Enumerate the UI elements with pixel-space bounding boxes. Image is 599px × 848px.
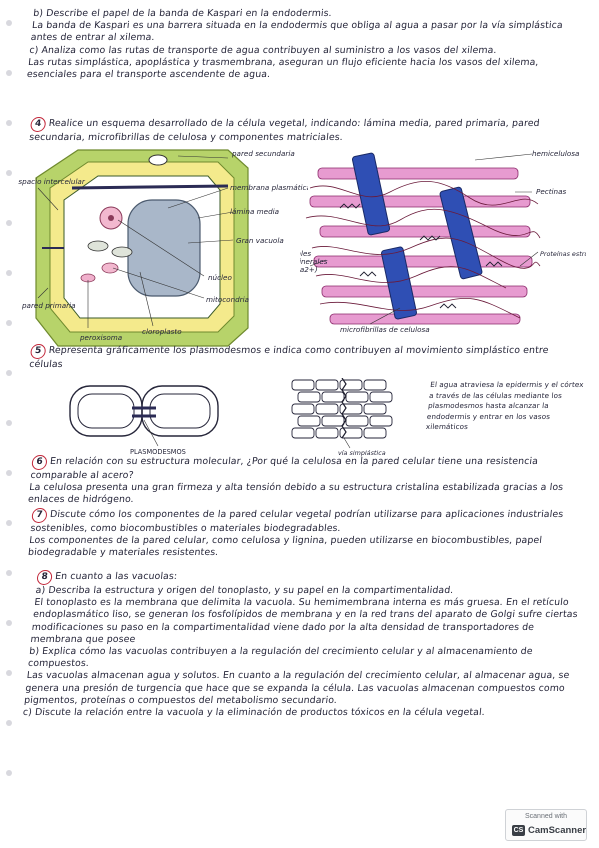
q8-b-prompt: b) Explica cómo las vacuolas contribuyen… (27, 646, 534, 670)
q4-prompt: Realice un esquema desarrollado de la cé… (28, 118, 541, 143)
label-espacio-intercelular: espacio intercelular (18, 177, 86, 186)
label-peroxisoma: peroxisoma (79, 333, 122, 342)
binder-margin (4, 10, 16, 800)
label-sales-1: Sales (300, 249, 311, 258)
pectin-fibers (309, 167, 533, 325)
q6-prompt: En relación con su estructura molecular,… (29, 456, 539, 481)
question-3-block: b) Describe el papel de la banda de Kasp… (26, 8, 587, 81)
label-sales-2: minerales (300, 257, 328, 266)
label-via-simplastica: vía simplástica (338, 449, 386, 457)
cell-wall-diagram: hemicelulosa Pectinas Proteínas estructu… (300, 149, 586, 334)
q7-prompt: Discute cómo los componentes de la pared… (29, 509, 564, 534)
plant-cell-diagram: pared secundaria espacio intercelular me… (18, 149, 308, 347)
badge-line1: Scanned with (524, 813, 568, 820)
q3-b-prompt: b) Describe el papel de la banda de Kasp… (32, 8, 333, 19)
camscanner-logo-icon: CS (512, 825, 525, 836)
label-sales-3: (Ca2+) (300, 265, 318, 274)
q8-intro: En cuanto a las vacuolas: (54, 571, 178, 582)
plasmodesmata-diagram: PLASMODESMOS vía simplástica (69, 378, 393, 457)
q6-number: 6 (31, 455, 48, 470)
q6-answer: La celulosa presenta una gran firmeza y … (27, 482, 564, 506)
label-plasmodesmos: PLASMODESMOS (130, 448, 186, 456)
label-lamina-media: lámina media (230, 207, 279, 216)
q4-number: 4 (29, 117, 47, 132)
label-hemicelulosa: hemicelulosa (532, 149, 579, 158)
q7-number: 7 (31, 508, 48, 523)
hemicellulose-strands (305, 181, 541, 319)
badge-line2: CamScanner (528, 825, 587, 836)
q5-note: El agua atraviesa la epidermis y el córt… (425, 380, 585, 432)
label-nucleo: núcleo (208, 273, 232, 282)
label-proteinas: Proteínas estructurales (540, 250, 586, 258)
label-microfibrillas: microfibrillas de celulosa (340, 325, 430, 334)
vacuole-shape (127, 199, 201, 297)
q8-a-prompt: a) Describa la estructura y origen del t… (35, 585, 454, 596)
q5-prompt: Representa gráficamente los plasmodesmos… (28, 345, 550, 370)
q5-number: 5 (29, 344, 47, 359)
q7-answer: Los componentes de la pared celular, com… (27, 535, 543, 559)
label-gran-vacuola: Gran vacuola (236, 236, 284, 245)
q8-a-answer: El tonoplasto es la membrana que delimit… (29, 597, 579, 645)
q3-b-answer: La banda de Kaspari es una barrera situa… (30, 20, 564, 44)
cell-layers (291, 379, 393, 439)
cellulose-microfibrils (351, 152, 483, 320)
q3-c-prompt: c) Analiza como las rutas de transporte … (28, 44, 498, 56)
label-pared-primaria: pared primaria (21, 301, 75, 310)
label-membrana-plasmatica: membrana plasmática (230, 183, 308, 192)
q3-c-answer: Las rutas simplástica, apoplástica y tra… (26, 56, 540, 81)
label-pectinas: Pectinas (536, 187, 566, 196)
label-pared-secundaria: pared secundaria (231, 149, 295, 158)
camscanner-badge: Scanned with CS CamScanner (505, 809, 587, 841)
label-cloroplasto: cloroplasto (142, 327, 182, 336)
q8-c-prompt: c) Discute la relación entre la vacuola … (22, 707, 486, 719)
q8-number: 8 (36, 570, 53, 585)
structural-proteins (339, 203, 503, 309)
label-mitocondria: mitocondria (206, 295, 249, 304)
q8-b-answer: Las vacuolas almacenan agua y solutos. E… (23, 670, 570, 706)
